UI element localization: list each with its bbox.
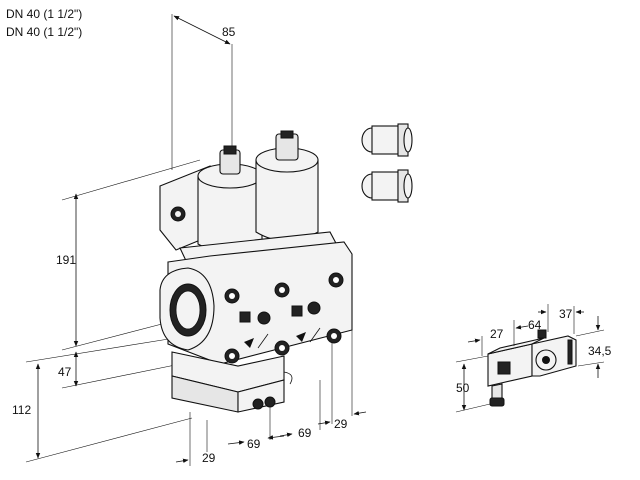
dimension-50: 50 bbox=[455, 355, 491, 413]
dim-label-69-b: 69 bbox=[298, 426, 312, 440]
dim-label-29-bottom: 29 bbox=[202, 451, 216, 465]
dim-label-37: 37 bbox=[559, 307, 573, 321]
caption-size-2: DN 40 (1 1/2") bbox=[6, 25, 83, 39]
dim-label-112: 112 bbox=[12, 403, 31, 417]
dimension-69-a: 69 bbox=[227, 400, 285, 451]
dim-label-85: 85 bbox=[222, 25, 236, 39]
caption-size-1: DN 40 (1 1/2") bbox=[6, 7, 83, 21]
dimension-85: 85 bbox=[171, 14, 236, 170]
dim-label-29-right: 29 bbox=[334, 417, 348, 431]
dimension-34-5: 34,5 bbox=[575, 316, 612, 378]
dim-label-34-5: 34,5 bbox=[588, 344, 612, 358]
connector-plug bbox=[487, 329, 577, 407]
dim-label-191: 191 bbox=[56, 253, 76, 267]
dim-label-50: 50 bbox=[456, 381, 470, 395]
dim-label-64: 64 bbox=[528, 318, 542, 332]
dimension-112: 112 bbox=[12, 337, 193, 463]
dim-label-69-a: 69 bbox=[247, 437, 261, 451]
dimension-27: 27 bbox=[467, 327, 504, 356]
dimension-bottom-29: 29 bbox=[175, 412, 216, 466]
dimension-64: 64 bbox=[513, 318, 542, 346]
dimension-37: 37 bbox=[538, 304, 584, 334]
dimension-191: 191 bbox=[56, 159, 201, 347]
valve-assembly bbox=[159, 130, 353, 413]
cable-gland-1 bbox=[361, 123, 413, 157]
dim-label-27: 27 bbox=[490, 327, 504, 341]
cable-gland-2 bbox=[361, 169, 413, 203]
dimension-69-b: 69 bbox=[279, 380, 321, 440]
dim-label-47: 47 bbox=[58, 365, 72, 379]
